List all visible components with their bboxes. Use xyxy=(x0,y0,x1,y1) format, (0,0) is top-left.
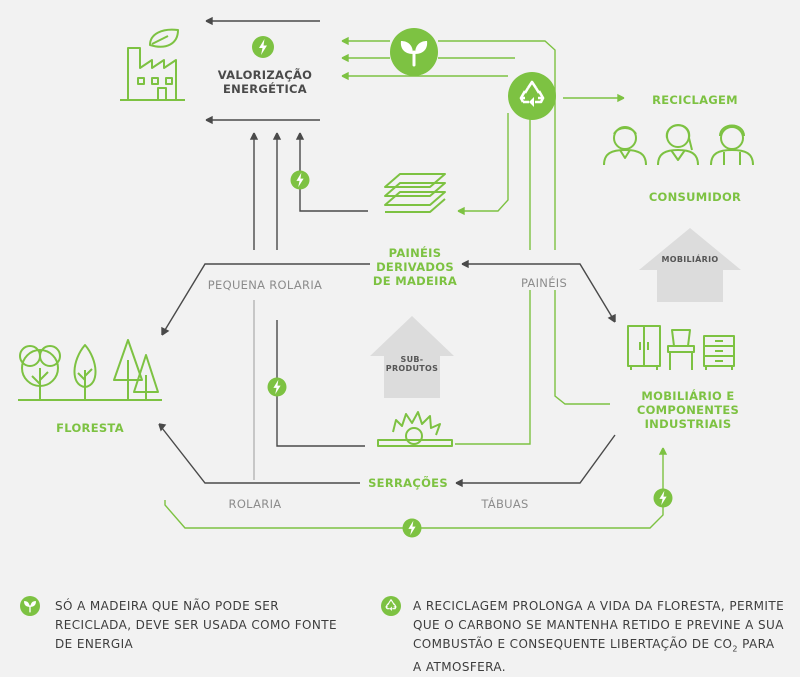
mobiliario-house xyxy=(639,228,741,302)
arrow-head xyxy=(205,16,213,26)
paineis-derivados-label: PAINÉIS DERIVADOS DE MADEIRA xyxy=(372,246,458,288)
mobiliario-house-label: MOBILIÁRIO xyxy=(661,255,719,264)
panels-icon xyxy=(384,173,446,213)
flow-line xyxy=(164,263,370,331)
flow-line xyxy=(456,434,616,484)
energy-badge xyxy=(653,488,673,508)
energy-badge xyxy=(290,170,310,190)
arrow-head xyxy=(457,206,465,216)
forest-icon xyxy=(18,339,162,401)
arrow-head xyxy=(272,132,282,140)
arrow-head xyxy=(205,115,213,125)
flow-line-green xyxy=(164,452,664,529)
furniture-icons xyxy=(627,325,735,370)
legend-item-energy: SÓ A MADEIRA QUE NÃO PODE SER RECICLADA,… xyxy=(55,599,337,651)
arrow-head xyxy=(341,53,349,63)
arrow-head xyxy=(607,313,616,323)
arrow-head xyxy=(455,478,463,488)
valorizacao-label: VALORIZAÇÃO ENERGÉTICA xyxy=(217,68,313,96)
legend-text: A RECICLAGEM PROLONGA A VIDA DA FLORESTA… xyxy=(413,599,785,651)
arrow-head xyxy=(249,132,259,140)
arrow-head xyxy=(161,326,170,336)
flow-line xyxy=(161,427,360,484)
arrow-head xyxy=(617,93,625,103)
arrow-head xyxy=(341,36,349,46)
energy-badge xyxy=(252,36,274,58)
arrow-head xyxy=(341,71,349,81)
tabuas-label: TÁBUAS xyxy=(481,497,529,511)
flow-line-green xyxy=(455,290,531,445)
flow-line xyxy=(462,263,613,318)
paineis-label: PAINÉIS xyxy=(520,276,568,290)
rolaria-label: ROLARIA xyxy=(228,497,282,511)
arrow-head xyxy=(461,259,469,269)
pequena-rolaria-label: PEQUENA ROLARIA xyxy=(207,278,323,292)
arrow-head xyxy=(158,423,167,432)
serracoes-label: SERRAÇÕES xyxy=(368,476,448,490)
legend-item-recycling: A RECICLAGEM PROLONGA A VIDA DA FLORESTA… xyxy=(413,597,785,677)
co2-subscript: 2 xyxy=(732,644,738,654)
sawmill-icon xyxy=(377,411,453,447)
sub-produtos-label: SUB-PRODUTOS xyxy=(385,355,439,373)
recycle-circle-icon xyxy=(508,72,556,120)
consumidor-label: CONSUMIDOR xyxy=(648,190,742,204)
flow-line-green xyxy=(554,290,610,405)
flow-line-green xyxy=(438,40,556,250)
reciclagem-label: RECICLAGEM xyxy=(652,93,738,107)
sprout-circle-icon xyxy=(20,596,40,616)
flow-line-green xyxy=(462,113,509,212)
consumer-icons xyxy=(603,124,754,166)
arrow-head xyxy=(658,447,668,455)
energy-badge xyxy=(402,518,422,538)
mobiliario-componentes-label: MOBILIÁRIO E COMPONENTES INDUSTRIAIS xyxy=(636,389,740,431)
energy-badge xyxy=(267,377,287,397)
recycle-circle-icon xyxy=(381,596,401,616)
sprout-circle-icon xyxy=(390,28,438,76)
sub-produtos-house xyxy=(370,316,454,398)
flow-line xyxy=(299,137,368,212)
factory-icon xyxy=(120,28,185,101)
arrow-head xyxy=(295,132,305,140)
floresta-label: FLORESTA xyxy=(56,421,124,435)
flow-line xyxy=(276,320,365,447)
